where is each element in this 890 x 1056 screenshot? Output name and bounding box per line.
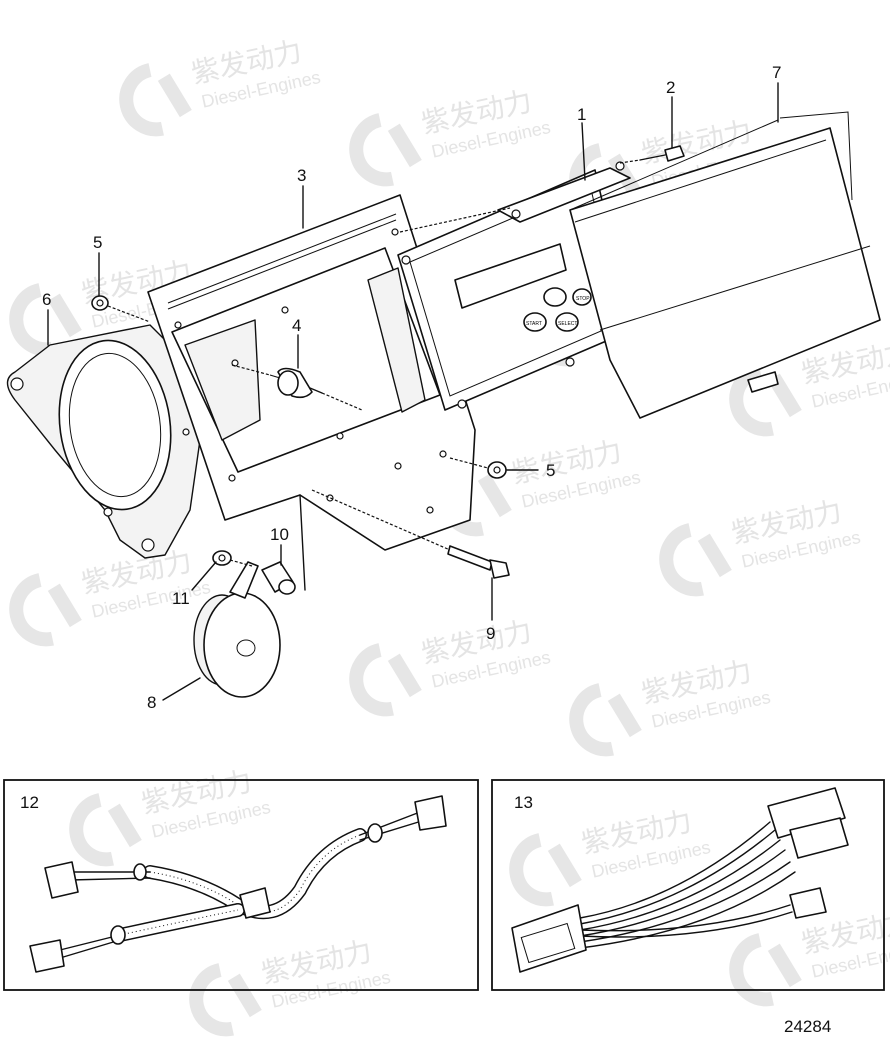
callout-11: 11 (172, 589, 190, 608)
part-6-flange (6, 324, 201, 559)
panel-12-frame (3, 779, 479, 991)
part-2-screw (619, 145, 685, 164)
callout-1: 1 (577, 105, 586, 124)
part-7-cover (569, 111, 881, 419)
part-8-horn (193, 561, 281, 698)
leader-lines (47, 82, 779, 701)
callout-labels: 1 2 3 4 5 5 6 7 8 9 10 11 (42, 63, 781, 712)
callout-4: 4 (292, 316, 301, 335)
display-start-button-label: START (526, 321, 542, 327)
callout-2: 2 (666, 78, 675, 97)
callout-7: 7 (772, 63, 781, 82)
part-1-display-unit: START SELECT STOP (367, 161, 633, 413)
callout-6: 6 (42, 290, 51, 309)
display-stop-button-label: STOP (576, 296, 590, 302)
part-5-nut-left (91, 295, 151, 323)
display-select-button-label: SELECT (558, 321, 577, 327)
callout-5-left: 5 (93, 233, 102, 252)
callout-3: 3 (297, 166, 306, 185)
part-11-nut (212, 550, 253, 567)
panel-13-frame (491, 779, 885, 991)
part-10-spacer (261, 561, 296, 595)
callout-9: 9 (486, 624, 495, 643)
panel-13-label: 13 (514, 793, 533, 812)
panel-12-label: 12 (20, 793, 39, 812)
part-4-rubber-mount (231, 364, 363, 411)
callout-10: 10 (270, 525, 289, 544)
part-5-nut-right (449, 457, 507, 479)
figure-number: 24284 (784, 1017, 831, 1036)
callout-8: 8 (147, 693, 156, 712)
part-9-bolt (311, 489, 510, 579)
panel-12-wiring-harness: 12 (3, 779, 479, 991)
panel-13-connector-harness: 13 (491, 779, 885, 991)
callout-5-right: 5 (546, 461, 555, 480)
